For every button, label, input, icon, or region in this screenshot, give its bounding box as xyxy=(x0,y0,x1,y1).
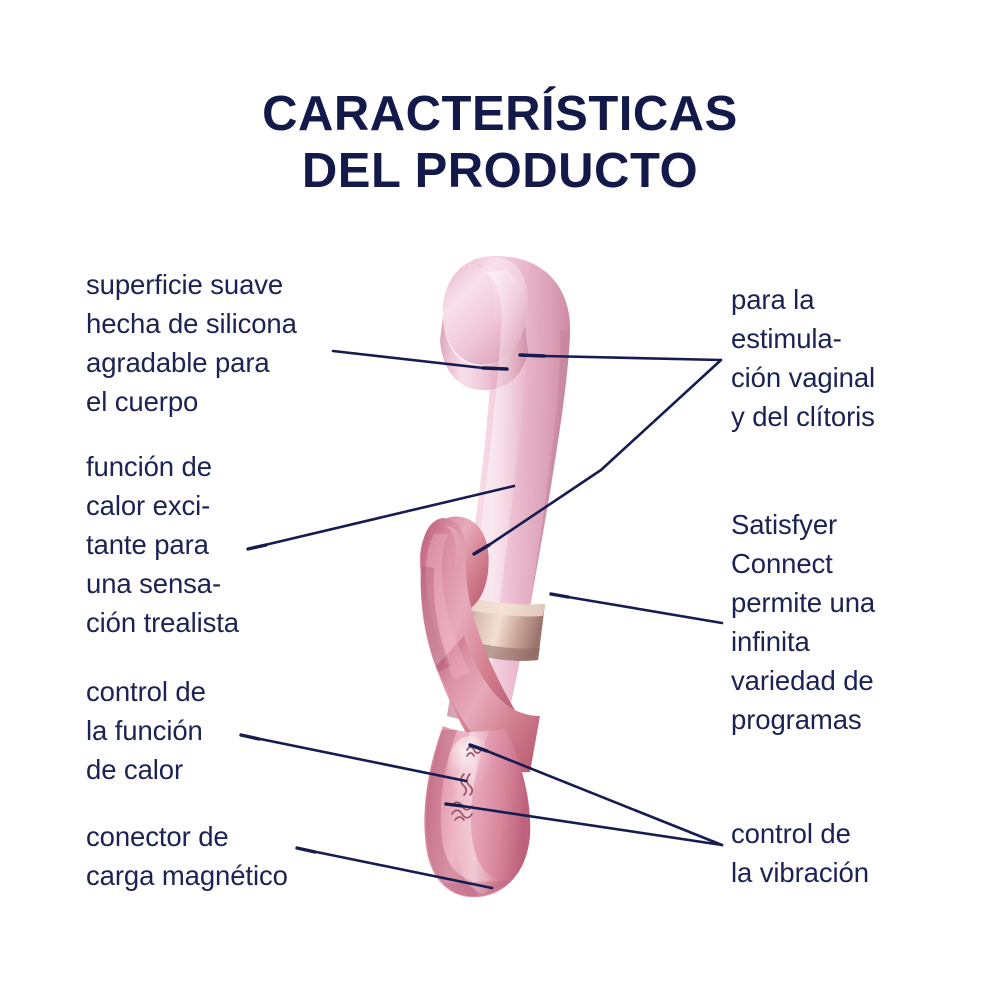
callout-control-vibracion: control de la vibración xyxy=(731,818,869,888)
button-glyph-middle[interactable] xyxy=(460,773,474,796)
product-shaft-upper xyxy=(440,255,571,731)
control-buttons[interactable] xyxy=(451,746,482,821)
product-clitoral-arm xyxy=(419,516,540,773)
callout-control-funcion-calor: control de la función de calor xyxy=(86,676,206,785)
button-glyph-top[interactable] xyxy=(466,746,482,757)
button-glyph-bottom[interactable] xyxy=(451,801,473,821)
callout-estimulacion-vaginal-clitoris: para la estimula- ción vaginal y del clí… xyxy=(731,284,876,432)
callout-satisfyer-connect: Satisfyer Connect permite una infinita v… xyxy=(731,509,876,735)
leader-estimulacion-vaginal xyxy=(472,353,723,556)
page-title-line-1: CARACTERÍSTICAS xyxy=(262,87,738,141)
leader-control-vibracion xyxy=(444,743,724,847)
page-title-line-2: DEL PRODUCTO xyxy=(301,144,699,198)
leader-superficie-suave xyxy=(331,349,509,371)
callout-funcion-de-calor: función de calor exci- tante para una se… xyxy=(86,451,239,638)
leader-satisfyer-connect xyxy=(549,592,724,625)
callout-conector-carga-magnetico: conector de carga magnético xyxy=(86,821,288,891)
page-title: CARACTERÍSTICAS DEL PRODUCTO xyxy=(0,86,1000,200)
product-handle xyxy=(424,726,531,898)
heating-band xyxy=(462,598,545,661)
callout-superficie-suave: superficie suave hecha de silicona agrad… xyxy=(86,269,297,417)
